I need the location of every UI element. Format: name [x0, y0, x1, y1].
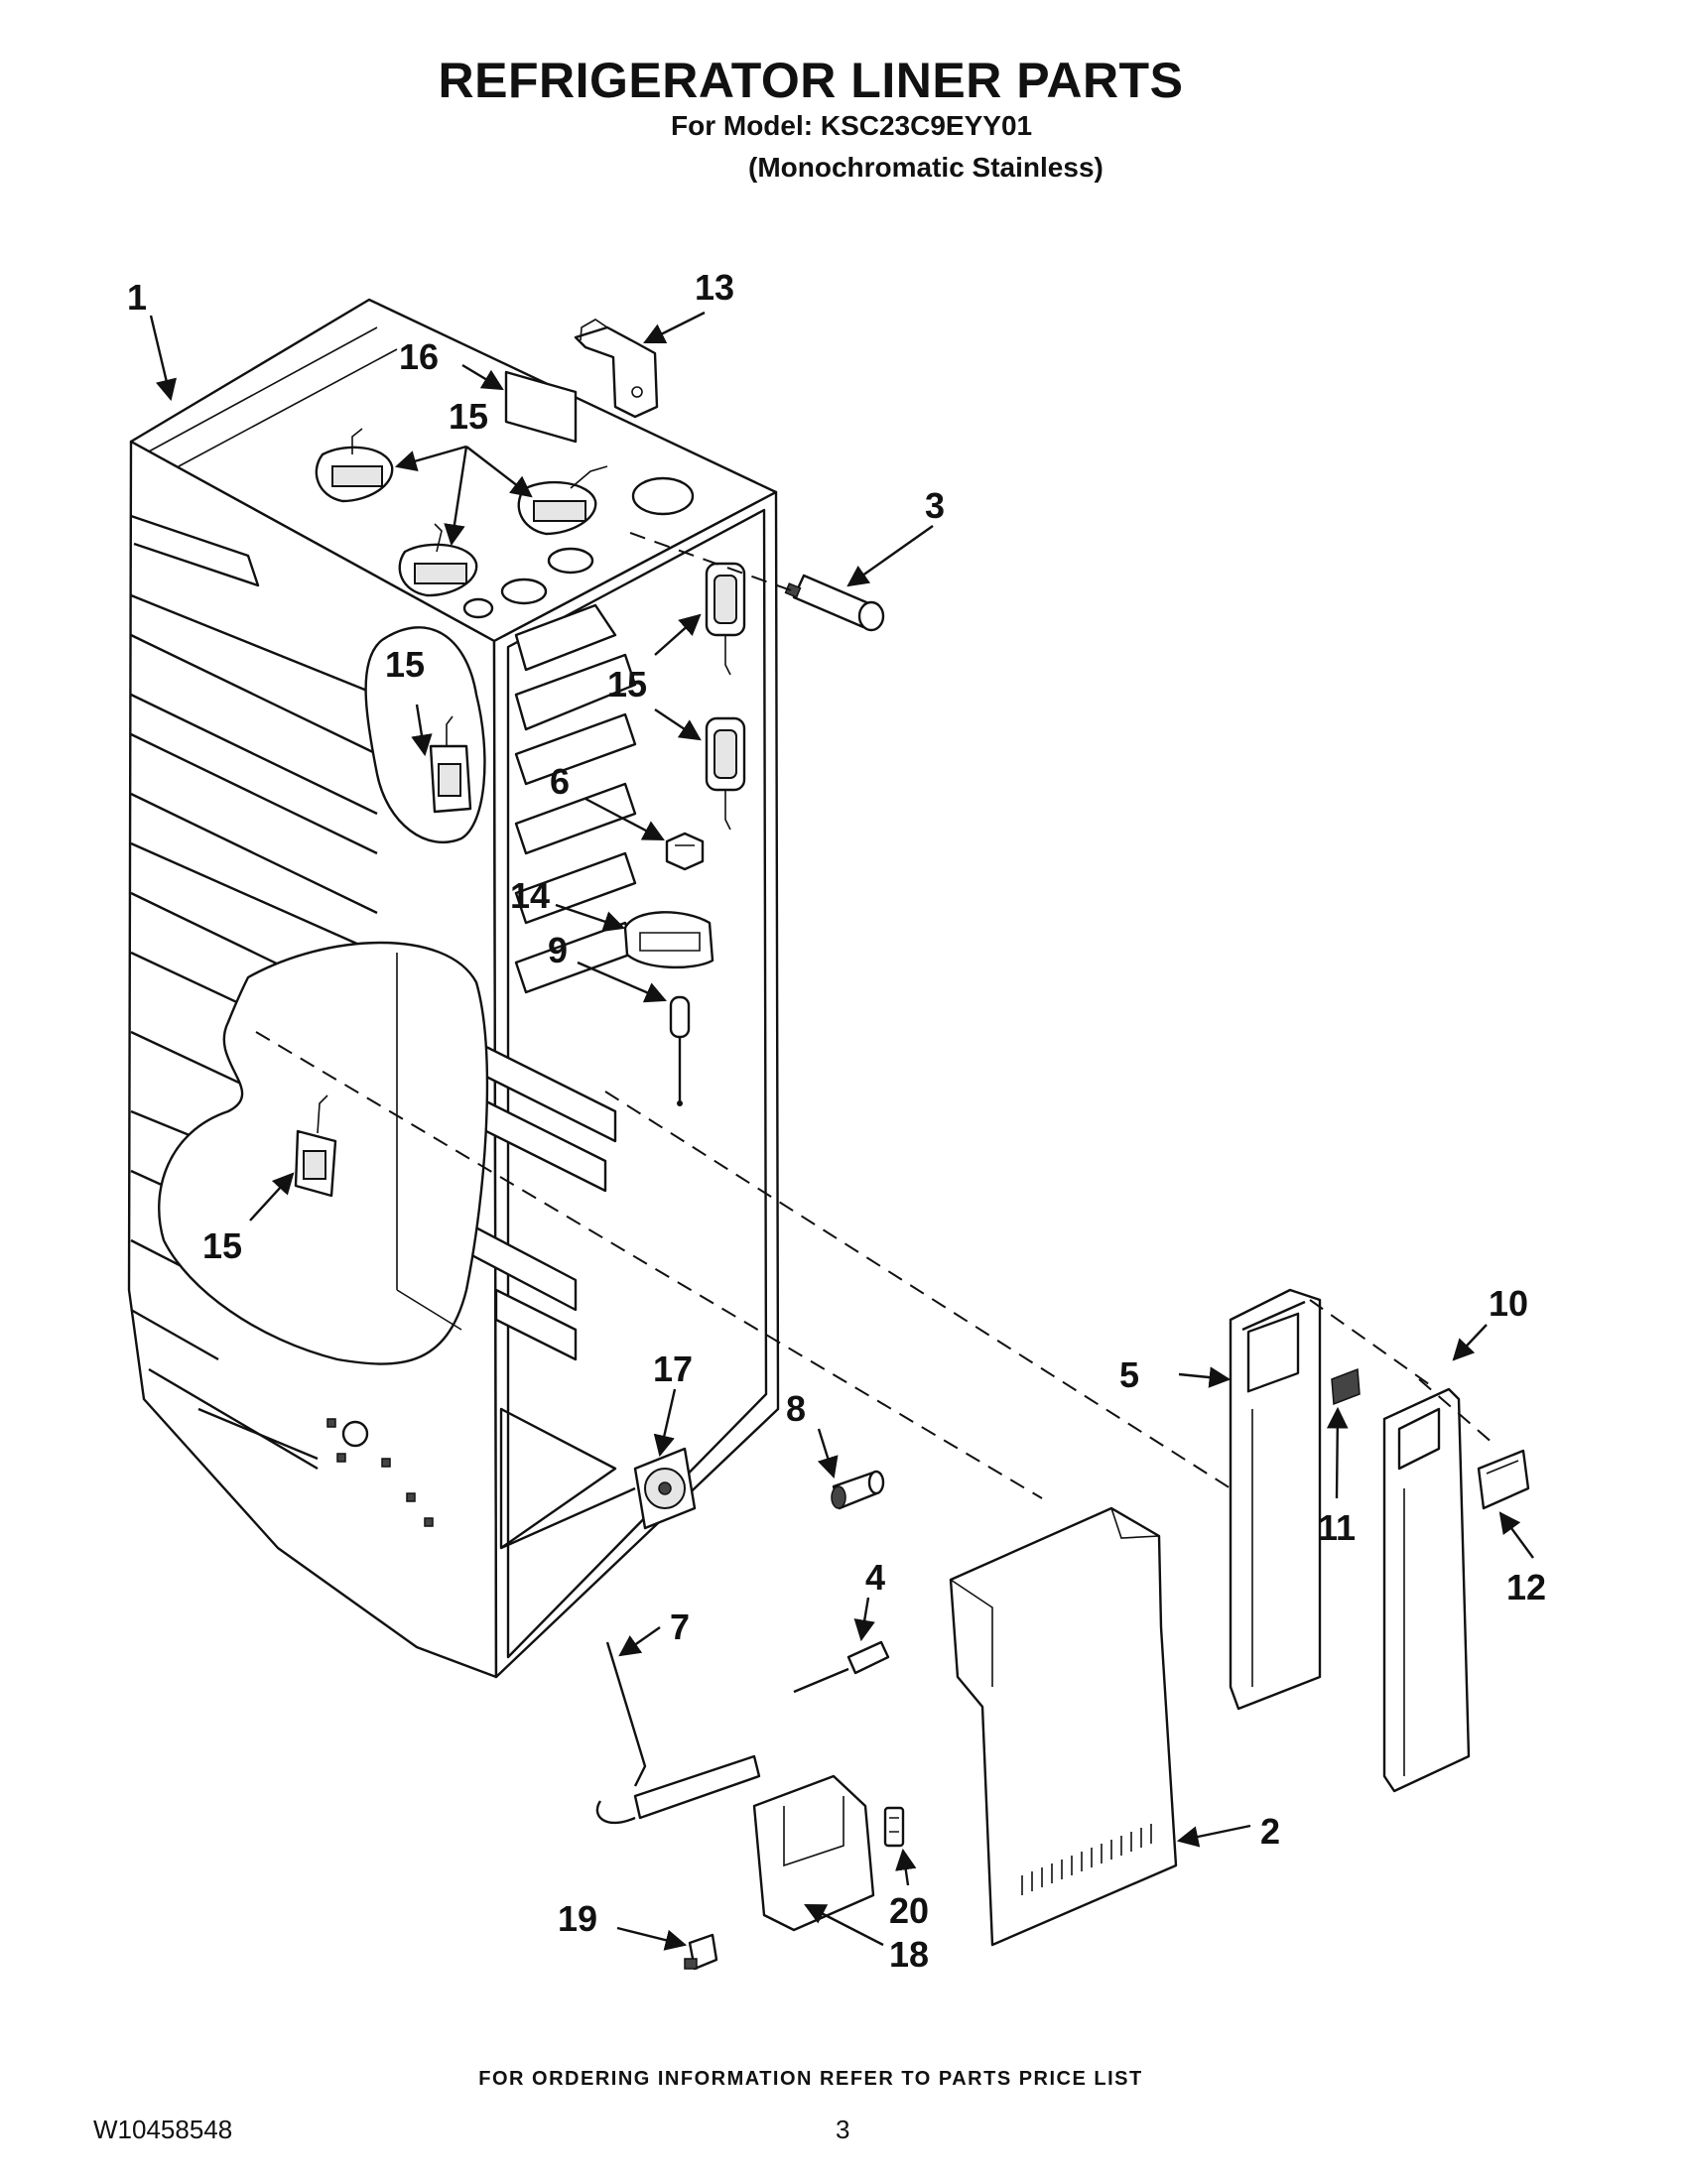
part-17-fan [633, 1447, 697, 1530]
part-7-heater [595, 1641, 761, 1825]
ordering-note: FOR ORDERING INFORMATION REFER TO PARTS … [478, 2068, 1143, 2090]
callout-3: 3 [925, 485, 945, 526]
part-8-connector [831, 1470, 885, 1510]
model-number: For Model: KSC23C9EYY01 [671, 110, 1033, 141]
part-16-label [504, 370, 578, 444]
assembly-lines [255, 532, 1494, 1499]
callout-2: 2 [1260, 1811, 1280, 1852]
part-15-light-side [429, 715, 472, 814]
part-9-thermistor [669, 995, 691, 1106]
callout-9: 9 [548, 930, 568, 970]
callout-10: 10 [1489, 1283, 1528, 1324]
callout-15-top: 15 [449, 396, 488, 437]
part-5-control-panel [1229, 1288, 1322, 1711]
page-number: 3 [836, 2115, 850, 2144]
callout-17: 17 [653, 1349, 693, 1389]
callout-4: 4 [865, 1557, 885, 1598]
callout-20: 20 [889, 1890, 929, 1931]
callout-11: 11 [1318, 1507, 1356, 1548]
part-2-cover [949, 1506, 1178, 1947]
part-15-light-lower [294, 1094, 337, 1198]
part-3-cartridge [784, 574, 885, 632]
leader-arrows [149, 311, 1534, 1951]
page-title: REFRIGERATOR LINER PARTS [438, 53, 1184, 108]
model-variant: (Monochromatic Stainless) [748, 152, 1104, 183]
callout-7: 7 [670, 1606, 690, 1647]
callout-15-lower: 15 [202, 1225, 242, 1266]
callout-6: 6 [550, 761, 570, 802]
part-4-sensor [793, 1640, 890, 1694]
document-number: W10458548 [93, 2115, 233, 2144]
callout-18: 18 [889, 1934, 929, 1975]
callout-labels: 1 13 16 15 3 15 15 6 14 9 15 17 8 10 5 1… [127, 267, 1546, 1975]
part-18-duct [752, 1774, 875, 1932]
callout-13: 13 [695, 267, 734, 308]
callout-8: 8 [786, 1388, 806, 1429]
part-15-light-top-left [315, 428, 394, 503]
callout-1: 1 [127, 277, 147, 318]
part-10-panel [1382, 1387, 1471, 1793]
part-15-light-right-upper [705, 562, 746, 676]
part-6-clip [665, 832, 705, 871]
part-20-clip [883, 1806, 905, 1848]
part-11-module [1331, 1367, 1361, 1406]
part-15-light-top-right [517, 465, 608, 536]
part-12-label [1477, 1449, 1530, 1510]
part-15-light-right-lower [705, 716, 746, 831]
part-19-clip [684, 1933, 718, 1971]
callout-14: 14 [510, 875, 550, 916]
callout-12: 12 [1506, 1567, 1546, 1607]
callout-15-side: 15 [385, 644, 425, 685]
part-14-housing [623, 911, 714, 969]
callout-19: 19 [558, 1898, 597, 1939]
callout-16: 16 [399, 336, 439, 377]
part-13-bracket [574, 319, 659, 419]
callout-5: 5 [1119, 1354, 1139, 1395]
callout-15-right: 15 [607, 664, 647, 705]
